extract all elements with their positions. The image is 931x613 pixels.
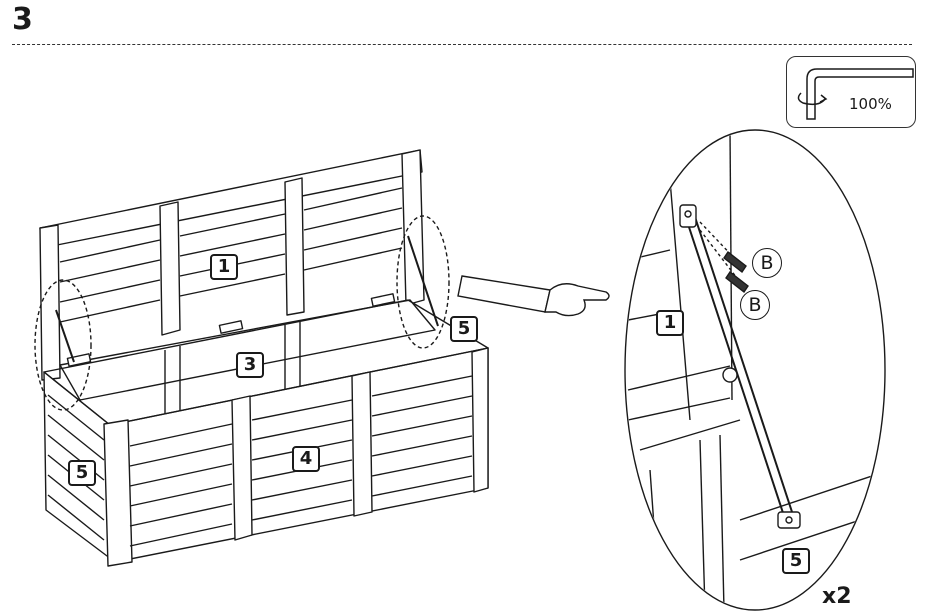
part-tag-side-right: 5 <box>450 316 478 342</box>
lid-panel <box>39 149 425 381</box>
step-divider <box>12 44 912 45</box>
back-panel <box>59 299 436 415</box>
hex-key-icon <box>797 68 914 120</box>
detail-view <box>624 129 886 611</box>
part-tag-front-panel: 4 <box>292 446 320 472</box>
screw-label-b-top: B <box>752 248 782 278</box>
part-tag-lid: 1 <box>210 254 238 280</box>
part-tag-side-left: 5 <box>68 460 96 486</box>
screw-label-b-bottom: B <box>740 290 770 320</box>
tool-box: 100% <box>786 56 916 128</box>
hinges <box>66 293 396 367</box>
step-number: 3 <box>12 2 33 37</box>
detail-tag-side: 5 <box>782 548 810 574</box>
detail-tag-lid: 1 <box>656 310 684 336</box>
torque-label: 100% <box>849 95 892 113</box>
part-tag-back-panel: 3 <box>236 352 264 378</box>
pointing-hand-icon <box>457 275 610 317</box>
quantity-label: x2 <box>822 584 852 609</box>
